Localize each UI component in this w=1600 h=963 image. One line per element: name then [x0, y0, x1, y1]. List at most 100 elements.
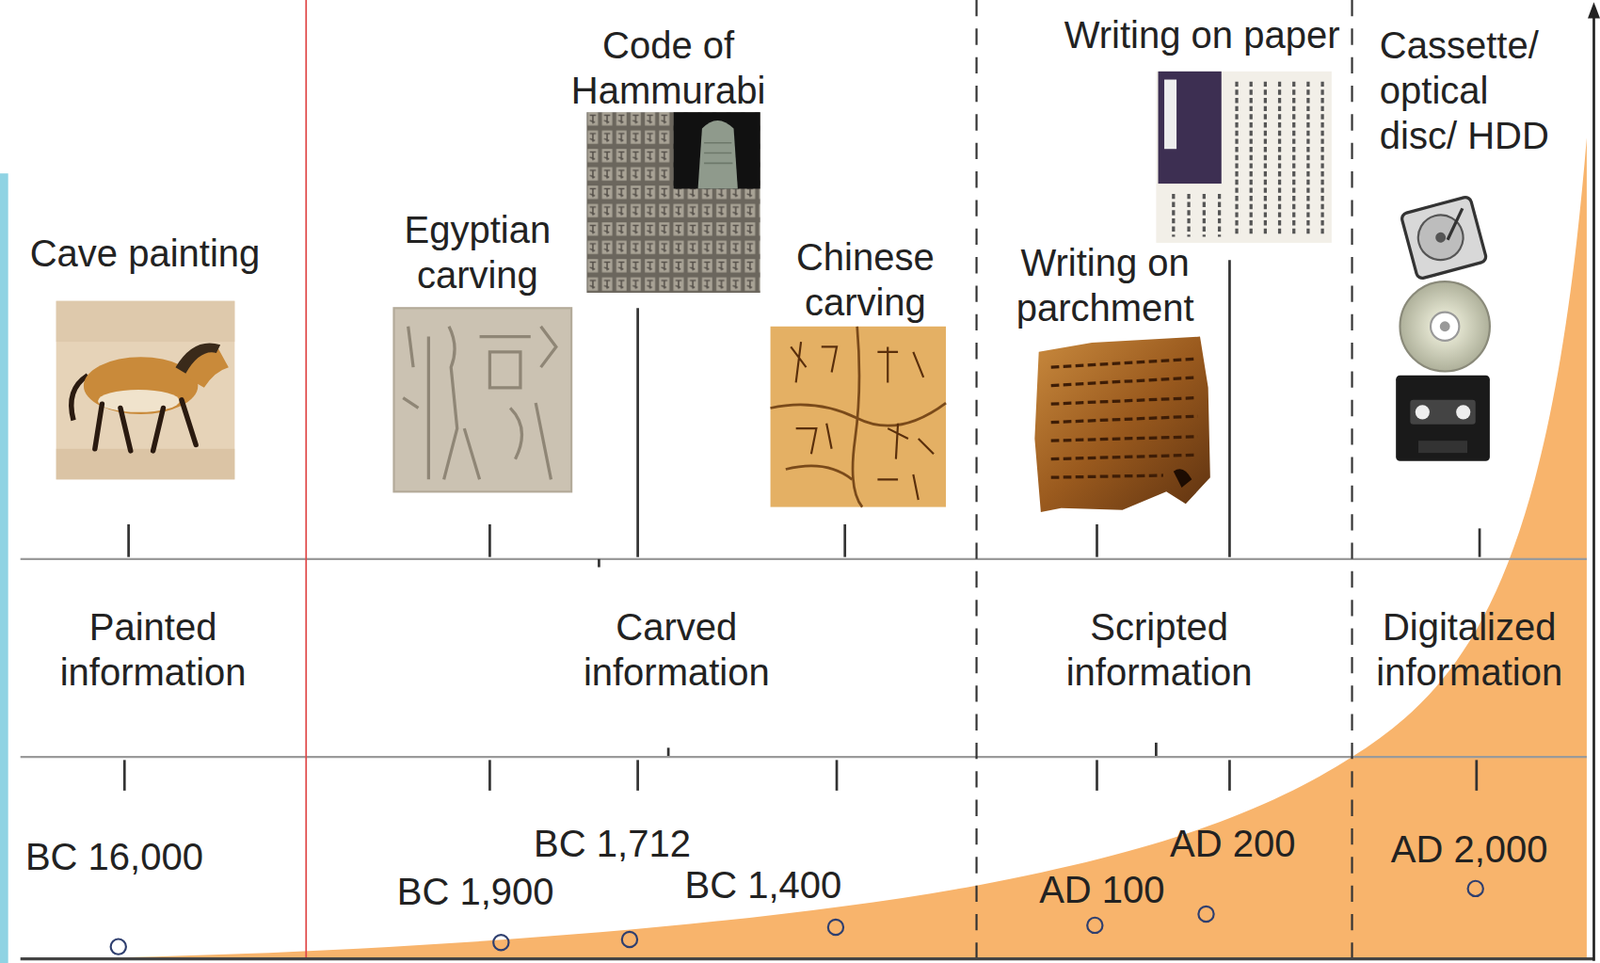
cave-painting-image-part-part [95, 403, 103, 449]
tick [636, 759, 640, 791]
tick [488, 759, 492, 791]
chinese-carving-image-part-part [887, 423, 934, 460]
media-label: Writing on paper [1056, 12, 1348, 58]
chinese-carving-image-part-part [852, 326, 863, 508]
cave-painting-image-part [175, 342, 221, 373]
chinese-carving-image-part-part [796, 423, 832, 455]
disc-icon-part [1430, 312, 1459, 341]
data-point [1198, 906, 1214, 922]
parchment-image-part-part [1051, 454, 1195, 459]
paper-image-part-part [1278, 81, 1281, 236]
tick [1154, 742, 1158, 756]
parchment-image-part [1051, 358, 1199, 478]
date-label: BC 1,400 [669, 862, 858, 908]
cave-painting-image-part [97, 389, 180, 413]
chinese-carving-image-part [770, 326, 946, 508]
era-divider [1350, 0, 1353, 960]
tick [1478, 528, 1482, 557]
growth-axis [1592, 14, 1596, 961]
date-label: AD 2,000 [1375, 826, 1564, 872]
ticks [124, 259, 1480, 791]
paper-image-part-part [1171, 193, 1175, 238]
paper-image-part-part [1320, 81, 1324, 236]
paper-image-part-part [1306, 81, 1310, 236]
cassette-icon-part [1418, 440, 1468, 453]
chinese-carving-image-part-part [785, 465, 852, 480]
egyptian-carving-image-part [402, 326, 557, 480]
tick [667, 747, 671, 756]
cave-painting-image-part-part [120, 407, 131, 451]
cassette-icon-part [1409, 400, 1475, 425]
paper-image-part-part [1264, 81, 1267, 236]
egyptian-carving-image-part [393, 307, 572, 492]
chinese-carving-image-part [770, 326, 946, 508]
cassette-icon-part [1415, 404, 1430, 419]
era-label: Carved information [570, 604, 783, 695]
media-label: Code of Hammurabi [555, 22, 782, 113]
egyptian-carving-image-part [393, 307, 572, 492]
hammurabi-image-part [704, 143, 733, 164]
parchment-image-part-part [1051, 416, 1199, 423]
tick [1228, 759, 1232, 791]
cassette-icon-part [1395, 375, 1490, 462]
hdd-icon-part [1440, 208, 1470, 240]
era-dividers [976, 0, 1353, 960]
media-label: Cassette/ optical disc/ HDD [1379, 22, 1568, 159]
data-point [111, 939, 127, 955]
tick [1095, 759, 1099, 791]
cave-painting-image-part-part [153, 407, 164, 451]
egyptian-carving-image-part-part [480, 336, 531, 388]
hammurabi-image-part [673, 112, 761, 189]
data-point [1087, 917, 1103, 933]
paper-image-part-part [1249, 81, 1253, 236]
paper-image-part-part [1202, 193, 1206, 238]
parchment-image-part [1034, 336, 1210, 512]
egyptian-carving-image-part-part [402, 398, 551, 480]
cave-painting-image-part [56, 301, 236, 480]
date-label: BC 1,712 [518, 820, 707, 866]
cave-painting-image [56, 301, 236, 480]
chinese-carving-image-part-part [877, 474, 918, 500]
tick [1474, 759, 1478, 791]
tick [597, 559, 601, 568]
parchment-image [1034, 336, 1210, 512]
tick [488, 524, 492, 558]
hdd-icon-part [1400, 195, 1488, 280]
egyptian-carving-image [393, 307, 572, 492]
media-label: Writing on parchment [1008, 240, 1202, 331]
era-divider [304, 0, 307, 960]
data-point [493, 934, 509, 950]
hammurabi-image-part [586, 112, 760, 293]
media-label: Chinese carving [770, 234, 960, 325]
parchment-image-part-part [1051, 377, 1197, 386]
hdd-icon-part [1434, 231, 1447, 244]
paper-image-part [1158, 71, 1222, 184]
paper-image-part [1173, 81, 1323, 238]
paper-image-part-part [1234, 81, 1238, 236]
axis-arrowhead [1587, 1, 1600, 18]
chinese-carving-image-part [790, 341, 934, 500]
chinese-carving-image [770, 326, 946, 508]
tick [835, 759, 839, 791]
era-label: Digitalized information [1363, 604, 1576, 695]
date-label: AD 200 [1138, 820, 1328, 866]
data-point [622, 931, 638, 947]
disc-icon-part [1440, 320, 1451, 332]
tick [636, 307, 640, 557]
cassette-icon [1395, 375, 1490, 462]
chinese-carving-image-part-part [877, 346, 924, 383]
time-axis [20, 957, 1595, 960]
cassette-icon-part [1456, 404, 1471, 419]
date-label: BC 16,000 [19, 833, 208, 880]
data-point [1468, 880, 1484, 896]
egyptian-carving-image-part-part [428, 326, 480, 480]
date-label: AD 100 [1008, 866, 1197, 912]
data-point [828, 919, 844, 935]
disc-icon [1400, 281, 1490, 371]
parchment-image-part [1173, 468, 1193, 488]
hammurabi-image [586, 112, 760, 293]
cave-painting-image-part [95, 400, 196, 451]
